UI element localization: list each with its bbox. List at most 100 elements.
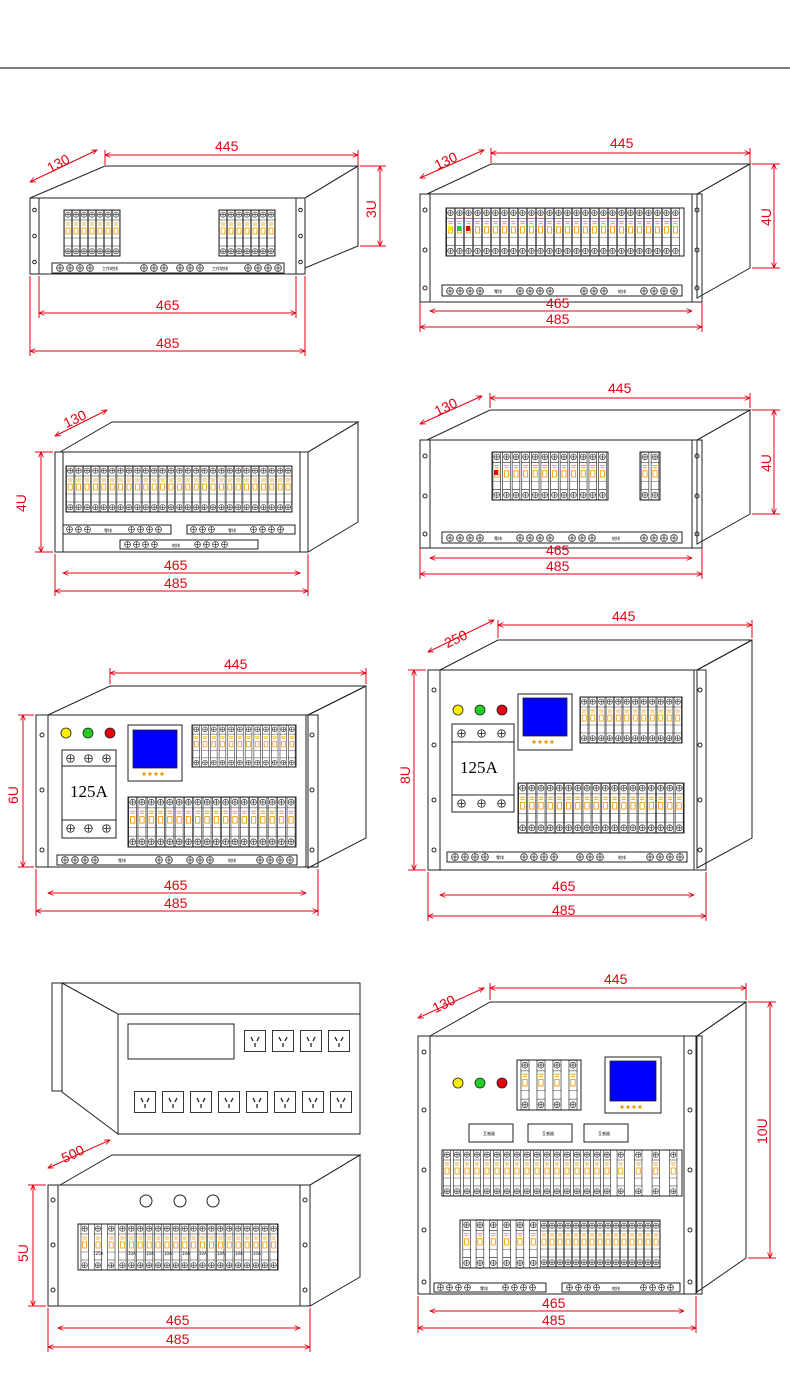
cabinet-h-depth-label: 130	[430, 992, 458, 1016]
cabinet-g-sockets	[134, 1030, 352, 1113]
cabinet-h-ct-label-2: 互感器	[542, 1130, 554, 1136]
cabinet-g-outer-label: 485	[166, 1331, 190, 1347]
cabinet-d-width-label: 445	[608, 380, 632, 396]
cabinet-f-meter-screen	[522, 697, 568, 737]
cabinet-d-height-label: 4U	[758, 454, 774, 472]
cabinet-b-breakers	[446, 208, 679, 255]
cabinet-g-breaker-label: 10A	[164, 1251, 172, 1256]
cabinet-b-depth-label: 130	[432, 149, 460, 173]
cabinet-f-bar-label-1: 零排	[496, 854, 504, 860]
cabinet-g-breaker-label: 10A	[235, 1251, 243, 1256]
cabinet-c-height-label: 4U	[13, 494, 29, 512]
cabinet-b-outer-label: 485	[546, 311, 570, 327]
cabinet-e	[35, 685, 367, 869]
cabinet-h-meter-buttons	[620, 1105, 642, 1109]
cabinet-e-lamp-yellow	[60, 727, 72, 739]
cabinet-b-width-label: 445	[610, 135, 634, 151]
cabinet-h-lamp-yellow	[452, 1077, 464, 1089]
cabinet-e-inner-label: 465	[164, 877, 188, 893]
cabinet-h-ct-box-2	[527, 1123, 573, 1143]
cabinet-g-breaker-label: 10A	[128, 1251, 136, 1256]
cabinet-c-bar-label-3: 地排	[172, 542, 180, 548]
cabinet-f-width-label: 445	[612, 608, 636, 624]
cabinet-h-ct-box-3	[583, 1123, 629, 1143]
cabinet-a-height-label: 3U	[363, 200, 379, 218]
cabinet-d-outer-label: 485	[546, 558, 570, 574]
cabinet-c-bar-label-1: 零排	[104, 527, 112, 533]
cabinet-e-bar-label-1: 零排	[118, 857, 126, 863]
cabinet-h-ct-label-1: 互感器	[483, 1130, 495, 1136]
cabinet-h-ct-buttons	[468, 1123, 629, 1143]
cabinet-b-inner-label: 465	[546, 295, 570, 311]
cabinet-d-bar-label-1: 零排	[494, 535, 502, 541]
cabinet-f-dimensions	[408, 620, 752, 921]
cabinet-g-rear-unit	[51, 982, 361, 1135]
cabinet-e-meter-screen	[132, 729, 178, 769]
cabinet-e-height-label: 6U	[5, 786, 21, 804]
cabinet-g-breaker-label: 10A	[253, 1251, 261, 1256]
cabinet-b-height-label: 4U	[758, 208, 774, 226]
cabinet-e-dimensions	[18, 668, 366, 916]
cabinet-h-height-label: 10U	[754, 1118, 770, 1144]
cabinet-c-outer-label: 485	[164, 575, 188, 591]
cabinet-e-bar-screws	[61, 856, 294, 864]
cabinet-f-bar-label-2: 地排	[618, 854, 626, 860]
cabinet-f-meter-buttons	[532, 740, 554, 744]
cabinet-g-dimensions	[28, 1140, 310, 1352]
cabinet-a-dimensions	[30, 150, 386, 356]
cabinet-a-breakers	[64, 210, 275, 255]
cabinet-e-main-breaker: 125A	[70, 782, 109, 801]
cabinet-h-bar-label-1: 零排	[480, 1285, 488, 1291]
cabinet-c-bar-label-2: 零排	[228, 527, 236, 533]
cabinet-h-lamp-green	[474, 1077, 486, 1089]
cabinet-h-ct-box-1	[468, 1123, 514, 1143]
cabinet-c-depth-label: 130	[61, 407, 89, 431]
cabinet-c-inner-label: 465	[164, 557, 188, 573]
cabinet-g-breaker-labels: 125A 10A 10A 10A 10A 10A 10A 10A 10A	[93, 1251, 261, 1256]
cabinet-e-lamp-green	[82, 727, 94, 739]
cabinet-b-bar-label-2: 地排	[618, 288, 626, 294]
cabinet-b-bar-label-1: 零排	[494, 288, 502, 294]
cabinet-e-lamp-red	[104, 727, 116, 739]
cabinet-g-breaker-label: 10A	[146, 1251, 154, 1256]
cabinet-d-breakers	[493, 452, 660, 499]
cabinet-f	[427, 639, 753, 871]
cabinet-g-depth-label: 500	[59, 1142, 87, 1166]
cabinet-d-inner-label: 465	[546, 542, 570, 558]
cabinet-h-inner-label: 465	[542, 1295, 566, 1311]
cabinet-f-lamp-yellow	[452, 704, 464, 716]
cabinet-h-main-breakers	[521, 1060, 578, 1109]
cabinet-h-lamp-red	[496, 1077, 508, 1089]
cabinet-c-breakers	[66, 466, 292, 511]
cabinet-b-bar-screws	[446, 287, 678, 295]
cabinet-h-dimensions	[418, 983, 776, 1333]
cabinet-e-outer-label: 485	[164, 895, 188, 911]
cabinet-g-breaker-label: 10A	[199, 1251, 207, 1256]
cabinet-d-bar-label-2: 地排	[612, 535, 620, 541]
cabinet-f-lamp-green	[474, 704, 486, 716]
cabinet-f-inner-label: 465	[552, 878, 576, 894]
cabinet-a-outer-label: 485	[156, 335, 180, 351]
cabinet-h-meter-screen	[609, 1060, 657, 1102]
cabinet-h	[417, 1001, 748, 1295]
cabinet-f-bar-screws	[451, 853, 684, 861]
cabinet-e-width-label: 445	[224, 656, 248, 672]
cabinet-c-dimensions	[35, 410, 308, 596]
cabinet-d-dimensions	[420, 393, 780, 579]
cabinet-a-bar-label-1: 工作地排	[102, 265, 118, 271]
cabinet-a-bar-screws	[56, 264, 282, 272]
cabinet-f-height-label: 8U	[397, 766, 413, 784]
cabinet-f-main-breaker: 125A	[460, 758, 499, 777]
cabinet-h-bar-screws	[437, 1284, 674, 1291]
cabinet-g-breaker-label: 125A	[93, 1251, 104, 1256]
cabinet-a-bar-label-2: 工作地排	[212, 265, 228, 271]
cabinet-e-meter-buttons	[142, 772, 164, 776]
cabinet-h-outer-label: 485	[542, 1312, 566, 1328]
cabinet-d-depth-label: 130	[432, 395, 460, 419]
cabinet-e-bar-label-2: 地排	[228, 857, 236, 863]
cabinet-h-ct-label-3: 互感器	[598, 1130, 610, 1136]
cabinet-a-inner-label: 465	[156, 297, 180, 313]
cabinet-h-bar-label-2: 地排	[612, 1285, 620, 1291]
cabinet-d-bar-screws	[446, 534, 678, 542]
